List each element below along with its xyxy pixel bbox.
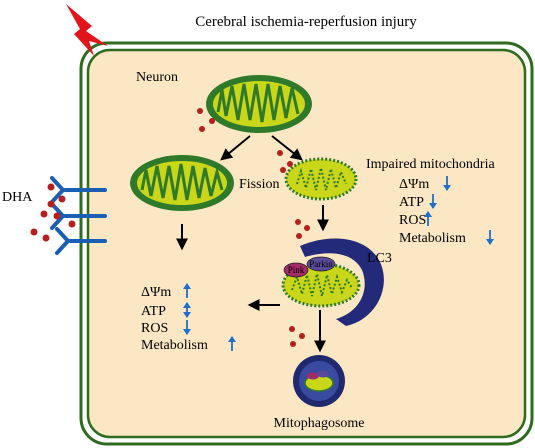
receptor-icon bbox=[50, 176, 107, 204]
mitochondrion-fragmented bbox=[284, 157, 358, 201]
cell-membrane-outer bbox=[79, 41, 534, 446]
lc3-label: LC3 bbox=[367, 251, 392, 266]
indicator-arrow-up bbox=[183, 283, 191, 298]
ros-dots-lc3 bbox=[295, 219, 310, 239]
indicator-arrow-down bbox=[486, 230, 494, 245]
ros-dots-fission bbox=[277, 150, 293, 173]
impaired-indicator-label: ΔΨm bbox=[399, 177, 429, 192]
indicator-arrow-down bbox=[429, 194, 437, 209]
ros-dots-top bbox=[197, 108, 215, 132]
receptor-icon bbox=[50, 202, 107, 230]
mitochondrion-top bbox=[206, 75, 312, 133]
neuron-label: Neuron bbox=[136, 70, 178, 85]
indicator-arrow-updown bbox=[183, 302, 191, 318]
impaired-indicators: ΔΨm ATP ROS Metabolism bbox=[399, 176, 494, 246]
impaired-indicator-label: ATP bbox=[399, 195, 424, 210]
indicator-arrow-down bbox=[443, 176, 451, 191]
arrow-to-fission bbox=[271, 135, 303, 161]
parkin-protein: Parkin bbox=[306, 256, 336, 272]
impaired-label: Impaired mitochondria bbox=[366, 157, 495, 172]
impaired-indicator-label: ROS bbox=[399, 213, 426, 228]
pink-protein: Pink bbox=[283, 262, 309, 278]
healthy-indicators: ΔΨm ATP ROS Metabolism bbox=[141, 283, 236, 353]
arrow-to-healthy bbox=[220, 135, 251, 161]
receptor-icon bbox=[55, 227, 107, 255]
mitophagosome bbox=[293, 355, 345, 407]
healthy-indicator-label: Metabolism bbox=[141, 338, 208, 353]
pink-label: Pink bbox=[288, 265, 305, 275]
lc3-phagophore bbox=[300, 238, 384, 326]
indicator-arrow-up bbox=[228, 336, 236, 351]
ros-dots-bottom bbox=[289, 326, 305, 347]
mitochondrion-healthy bbox=[130, 155, 234, 211]
dha-receptors bbox=[50, 176, 107, 255]
dha-molecules bbox=[30, 183, 76, 242]
indicator-arrow-up bbox=[424, 211, 432, 226]
healthy-indicator-label: ΔΨm bbox=[141, 285, 171, 300]
healthy-indicator-label: ROS bbox=[141, 321, 168, 336]
mitophagosome-label: Mitophagosome bbox=[274, 416, 365, 431]
healthy-indicator-label: ATP bbox=[141, 304, 166, 319]
parkin-label: Parkin bbox=[309, 259, 333, 269]
fission-label: Fission bbox=[239, 177, 279, 192]
impaired-indicator-label: Metabolism bbox=[399, 231, 466, 246]
dha-label: DHA bbox=[2, 190, 33, 205]
lightning-icon bbox=[66, 4, 108, 56]
indicator-arrow-down bbox=[183, 320, 191, 335]
diagram-title: Cerebral ischemia-reperfusion injury bbox=[195, 14, 417, 30]
